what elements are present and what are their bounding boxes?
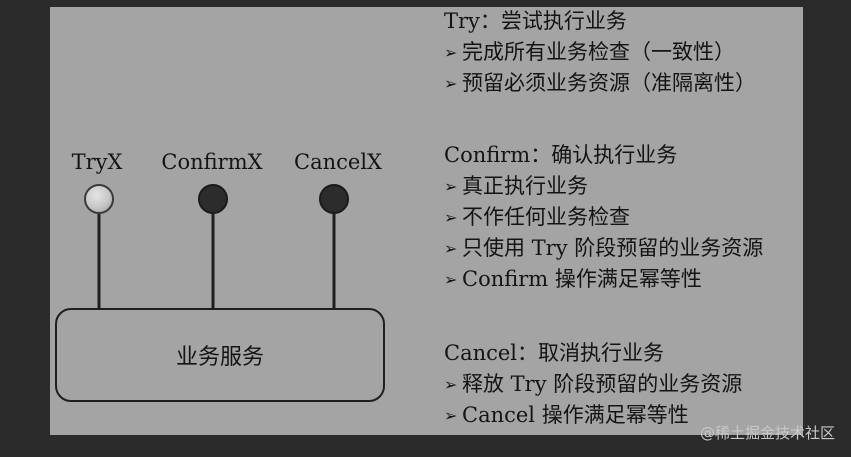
- confirm-item: ➢不作任何业务检查: [444, 202, 763, 233]
- arrow-bullet-icon: ➢: [444, 239, 458, 258]
- confirm-item: ➢只使用 Try 阶段预留的业务资源: [444, 233, 763, 264]
- arrow-bullet-icon: ➢: [444, 208, 458, 227]
- diagram-panel: [50, 7, 803, 435]
- confirm-item: ➢Confirm 操作满足幂等性: [444, 264, 763, 295]
- business-service-box: 业务服务: [55, 308, 385, 402]
- try-title: Try：尝试执行业务: [444, 9, 627, 33]
- confirm-section: Confirm：确认执行业务 ➢真正执行业务 ➢不作任何业务检查 ➢只使用 Tr…: [444, 140, 763, 295]
- cancelx-node: [319, 184, 349, 214]
- cancel-section: Cancel：取消执行业务 ➢释放 Try 阶段预留的业务资源 ➢Cancel …: [444, 338, 742, 431]
- arrow-bullet-icon: ➢: [444, 375, 458, 394]
- confirm-title: Confirm：确认执行业务: [444, 143, 678, 167]
- arrow-bullet-icon: ➢: [444, 270, 458, 289]
- confirm-item: ➢真正执行业务: [444, 171, 763, 202]
- confirmx-stem: [211, 214, 215, 309]
- confirmx-node: [198, 184, 228, 214]
- connector-label-confirmx: ConfirmX: [161, 150, 263, 174]
- connector-label-tryx: TryX: [71, 150, 123, 174]
- cancel-item: ➢Cancel 操作满足幂等性: [444, 400, 742, 431]
- business-service-label: 业务服务: [175, 345, 264, 370]
- cancel-title: Cancel：取消执行业务: [444, 341, 665, 365]
- tryx-node: [84, 184, 114, 214]
- cancelx-stem: [332, 214, 336, 309]
- cancel-item: ➢释放 Try 阶段预留的业务资源: [444, 369, 742, 400]
- try-item: ➢预留必须业务资源（准隔离性）: [444, 68, 756, 99]
- try-item: ➢完成所有业务检查（一致性）: [444, 37, 756, 68]
- watermark: @稀土掘金技术社区: [699, 424, 835, 442]
- arrow-bullet-icon: ➢: [444, 74, 458, 93]
- arrow-bullet-icon: ➢: [444, 43, 458, 62]
- tryx-stem: [97, 214, 101, 309]
- arrow-bullet-icon: ➢: [444, 177, 458, 196]
- try-section: Try：尝试执行业务 ➢完成所有业务检查（一致性） ➢预留必须业务资源（准隔离性…: [444, 6, 756, 99]
- arrow-bullet-icon: ➢: [444, 406, 458, 425]
- connector-label-cancelx: CancelX: [294, 150, 382, 174]
